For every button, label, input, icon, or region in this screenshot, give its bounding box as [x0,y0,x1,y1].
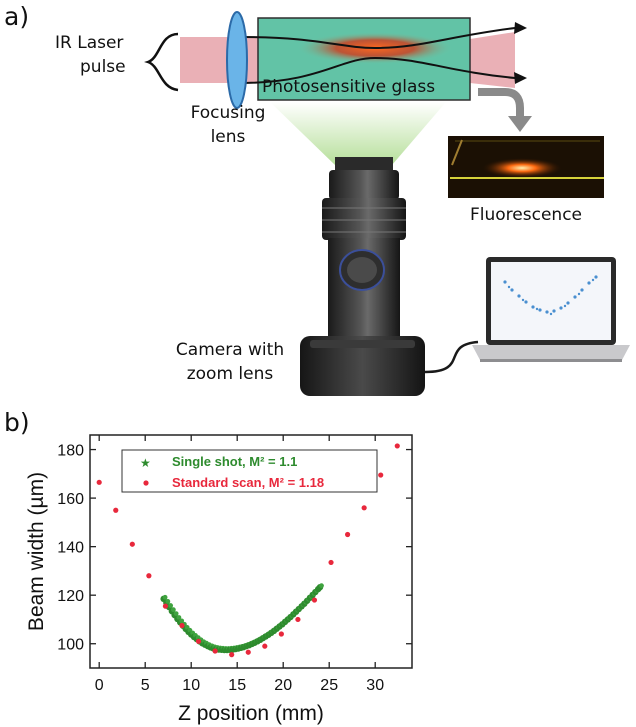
y-axis-label: Beam width (µm) [25,472,48,631]
x-tick-label: 20 [274,677,292,694]
standard-scan-point [245,649,251,655]
standard-scan-point [278,631,284,637]
fluorescence-label: Fluorescence [470,205,582,225]
camera-with-zoom-lens [300,157,425,396]
fluorescence-arrow-head [508,116,532,132]
focusing-lens-label-line1: Focusing [190,103,266,123]
axis-ticks: 0 5 10 15 20 25 30 100 120 140 160 180 [57,435,412,694]
fluorescence-image [448,136,604,198]
camera-label-line2: zoom lens [186,364,274,384]
standard-scan-point [295,616,301,623]
pulse-brace [144,32,179,92]
standard-scan-point [345,531,351,538]
x-tick-label: 30 [366,677,384,694]
arrow-head-lower [514,72,527,84]
laptop [472,257,630,362]
arrow-head-upper [514,22,527,34]
ir-laser-label-line2: pulse [80,57,126,77]
standard-scan-point [262,643,268,649]
legend-single-shot-label: Single shot, M² = 1.1 [172,454,297,469]
standard-scan-point [394,443,400,449]
beam-upper-edge [239,27,516,50]
y-tick-label: 140 [57,540,84,557]
legend-single-shot-marker: ★ [140,456,151,470]
x-tick-label: 25 [320,677,338,694]
light-cone [270,102,446,165]
standard-scan-point [195,638,202,644]
standard-scan-point [229,652,235,658]
x-tick-label: 10 [182,677,200,694]
fluorescence-arrow [478,88,524,118]
photosensitive-glass-label: Photosensitive glass [262,77,436,97]
beam-width-chart: 0 5 10 15 20 25 30 100 120 140 160 180 ★ Single sho… [25,434,413,725]
single-shot-point [316,583,324,591]
beam-lower-edge [239,56,516,84]
ir-laser-label-line1: IR Laser [55,33,124,53]
x-tick-label: 5 [141,677,150,694]
panel-a-label: a) [4,2,30,31]
plot-area [89,434,413,669]
camera-cable [424,340,479,374]
panel-b-label: b) [4,408,30,437]
y-tick-label: 180 [57,443,84,460]
standard-scan-point [328,559,334,566]
focusing-lens [226,11,248,109]
legend-standard-scan-marker [143,480,149,486]
standard-scan-point [361,505,367,511]
standard-scan-point [129,541,135,547]
standard-scan-point [212,648,218,654]
standard-scan-point [162,603,169,609]
legend: ★ Single shot, M² = 1.1 Standard scan, M… [121,449,378,493]
panel-a-illustration [144,11,630,396]
standard-scan-point [378,472,384,478]
standard-scan-point [146,573,152,579]
x-tick-label: 0 [95,677,104,694]
x-axis-label: Z position (mm) [178,702,324,725]
data-points [96,443,400,658]
focusing-lens-label-line2: lens [210,127,246,147]
camera-label-line1: Camera with [175,340,285,360]
outgoing-beam [470,32,515,88]
x-tick-label: 15 [228,677,246,694]
standard-scan-point [179,622,185,629]
standard-scan-point [96,479,102,485]
standard-scan-point [311,597,318,603]
y-tick-label: 100 [57,637,84,654]
y-tick-label: 120 [57,588,84,605]
standard-scan-point [113,507,119,513]
legend-standard-scan-label: Standard scan, M² = 1.18 [172,475,324,490]
y-tick-label: 160 [57,491,84,508]
